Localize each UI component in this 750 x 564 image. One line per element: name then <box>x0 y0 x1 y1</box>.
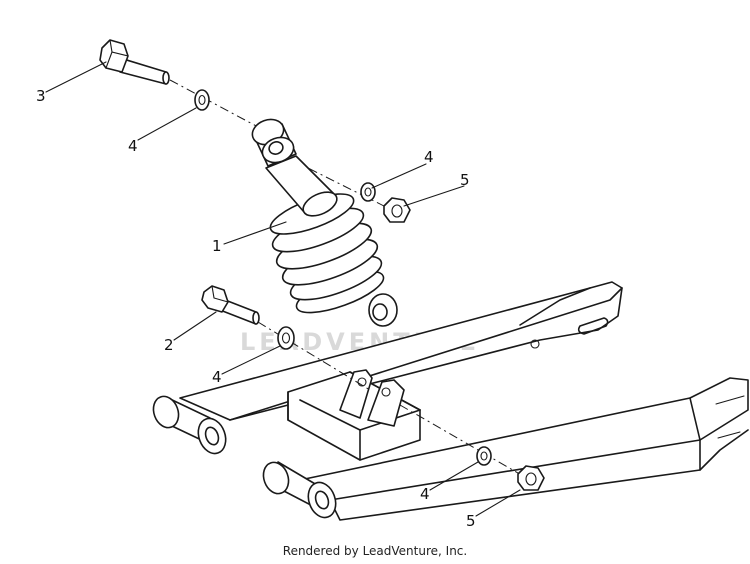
callout-1: 1 <box>212 237 222 255</box>
callout-4-upper-left: 4 <box>128 137 138 155</box>
leader-lines <box>45 61 521 517</box>
centerline-lower-bolt <box>257 321 371 391</box>
upper-nut <box>383 197 411 223</box>
callout-2: 2 <box>164 336 174 354</box>
callout-4-lower-right: 4 <box>420 485 430 503</box>
washer-lower-left <box>277 326 295 350</box>
callout-5-lower: 5 <box>466 512 476 530</box>
washer-upper-right <box>360 182 376 202</box>
callout-4-lower-left: 4 <box>212 368 222 386</box>
lower-bolt <box>201 285 260 325</box>
swing-arm <box>152 281 749 521</box>
shock-absorber <box>251 118 398 327</box>
footer-credit: Rendered by LeadVenture, Inc. <box>282 544 468 558</box>
washer-lower-right <box>476 446 492 466</box>
lower-nut <box>517 465 545 491</box>
callout-3: 3 <box>36 87 46 105</box>
centerline-lower-nut <box>399 404 531 481</box>
upper-bolt <box>99 39 170 85</box>
callout-5-upper: 5 <box>460 171 470 189</box>
washer-upper-left <box>194 89 210 111</box>
centerline-upper-bolt <box>169 79 261 129</box>
callout-4-upper-right: 4 <box>424 148 434 166</box>
